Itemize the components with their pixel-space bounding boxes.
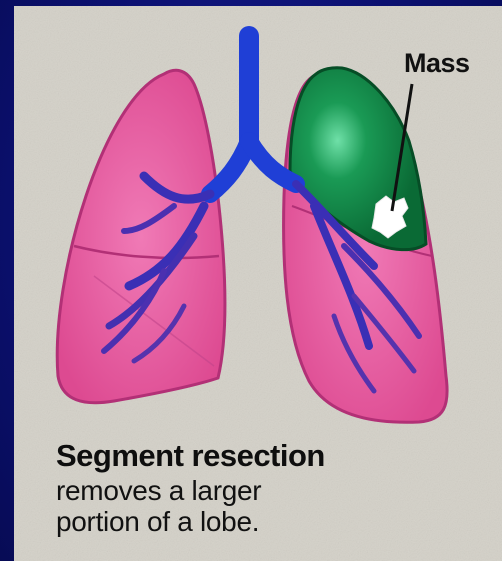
mass-label: Mass	[404, 48, 470, 79]
caption-title: Segment resection	[56, 438, 325, 474]
illustration-panel: Mass Segment resection removes a larger …	[14, 6, 502, 561]
caption-line-1: removes a larger	[56, 475, 261, 507]
caption-line-2: portion of a lobe.	[56, 506, 259, 538]
